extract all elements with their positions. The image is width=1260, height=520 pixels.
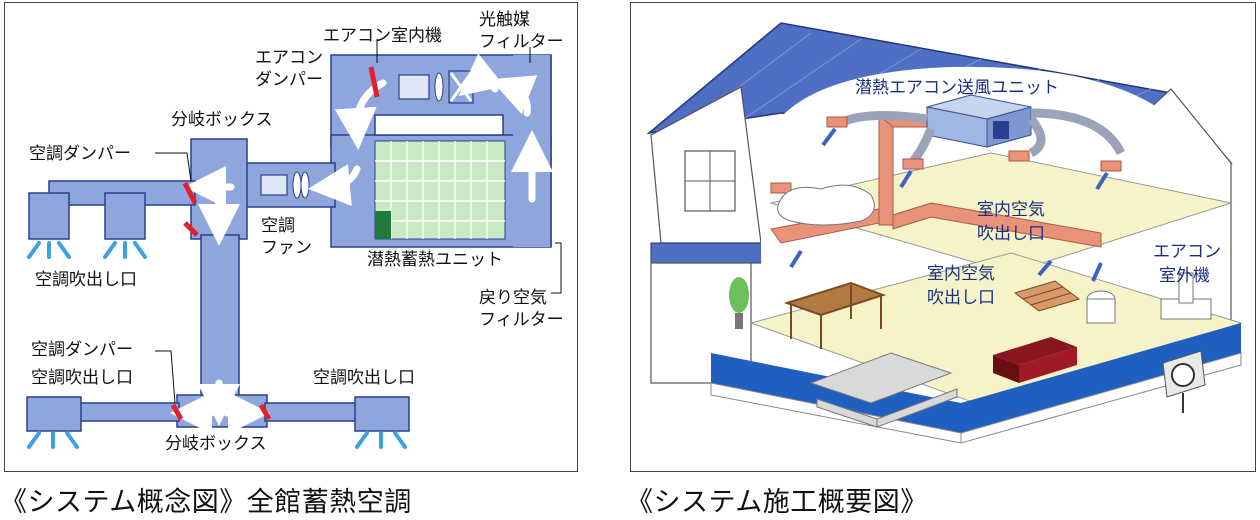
outlet-drop-1 xyxy=(28,192,70,240)
label-indoor-outlet-1b: 吹出し口 xyxy=(977,224,1045,244)
label-indoor-outlet-2b: 吹出し口 xyxy=(927,288,995,308)
outlet-lower-left xyxy=(26,396,82,432)
sofa xyxy=(993,337,1077,383)
stairs xyxy=(1013,280,1081,312)
label-photocatalyst-1: 光触媒 xyxy=(479,10,530,30)
outlet-arrows xyxy=(27,241,407,449)
entrance-steps xyxy=(809,352,958,428)
label-aircon-damper-1: エアコン xyxy=(255,48,323,68)
label-ac-outlet-lower-right: 空調吹出し口 xyxy=(313,368,415,388)
ac-damper-upper-2 xyxy=(183,221,199,237)
plant xyxy=(729,277,749,329)
aircon-damper xyxy=(368,66,380,98)
label-ac-fan-1: 空調 xyxy=(261,216,295,236)
ac-fan-icon xyxy=(260,171,310,199)
label-latent-unit: 潜熱蓄熱ユニット xyxy=(367,250,503,270)
label-latent-fan-unit: 潜熱エアコン送風ユニット xyxy=(855,78,1059,98)
ac-damper-upper-1 xyxy=(182,181,198,205)
ceiling-outlets xyxy=(770,116,1122,194)
latent-storage-grid xyxy=(374,140,506,240)
label-branch-box-lower: 分岐ボックス xyxy=(165,434,267,454)
outlet-airflow-arrows xyxy=(789,127,1109,282)
label-return-filter-1: 戻り空気 xyxy=(479,288,547,308)
label-indoor-outlet-2a: 室内空気 xyxy=(927,264,995,284)
dining-set xyxy=(783,281,887,349)
label-outdoor-unit-1: エアコン xyxy=(1153,242,1221,262)
label-branch-box-upper: 分岐ボックス xyxy=(171,110,273,130)
bathroom xyxy=(1086,272,1212,324)
label-aircon-indoor: エアコン室内機 xyxy=(323,26,442,46)
latent-fan-unit xyxy=(926,94,1032,148)
outdoor-unit xyxy=(1162,350,1206,413)
airflow-arrows xyxy=(170,53,553,434)
lower-left-duct xyxy=(76,402,180,422)
concept-caption: 《システム概念図》全館蓄熱空調 xyxy=(0,487,412,518)
house-cutaway: 潜熱エアコン送風ユニット 室内空気 吹出し口 室内空気 吹出し口 エアコン 室外… xyxy=(646,22,1243,444)
label-indoor-outlet-1a: 室内空気 xyxy=(977,200,1045,220)
label-photocatalyst-2: フィルター xyxy=(479,32,564,52)
label-ac-outlet-lower-left: 空調吹出し口 xyxy=(31,368,133,388)
vertical-trunk xyxy=(200,234,240,404)
concept-diagram: エアコン室内機 光触媒 フィルター エアコン ダンパー 分岐ボックス 空調ダンパ… xyxy=(26,10,564,454)
label-outdoor-unit-2: 室外機 xyxy=(1159,266,1210,286)
fan-duct xyxy=(242,162,336,208)
air-cloud xyxy=(777,184,875,226)
concept-diagram-panel: エアコン室内機 光触媒 フィルター エアコン ダンパー 分岐ボックス 空調ダンパ… xyxy=(4,2,578,472)
label-ac-damper-lower: 空調ダンパー xyxy=(31,340,133,360)
construction-diagram-panel: 潜熱エアコン送風ユニット 室内空気 吹出し口 室内空気 吹出し口 エアコン 室外… xyxy=(630,2,1256,472)
outlet-lower-right xyxy=(354,396,410,432)
dampers xyxy=(170,66,380,421)
label-return-filter-2: フィルター xyxy=(479,310,564,330)
ac-damper-lower-1 xyxy=(170,403,184,421)
loop-cutout xyxy=(374,114,504,136)
label-ac-damper-upper: 空調ダンパー xyxy=(29,144,131,164)
label-ac-fan-2: ファン xyxy=(261,238,312,258)
construction-caption: 《システム施工概要図》 xyxy=(626,487,928,518)
label-ac-outlet-upper: 空調吹出し口 xyxy=(35,270,137,290)
label-aircon-damper-2: ダンパー xyxy=(255,70,323,90)
outlet-drop-2 xyxy=(104,192,146,240)
lower-right-duct xyxy=(264,402,362,422)
ac-damper-lower-2 xyxy=(258,403,272,421)
